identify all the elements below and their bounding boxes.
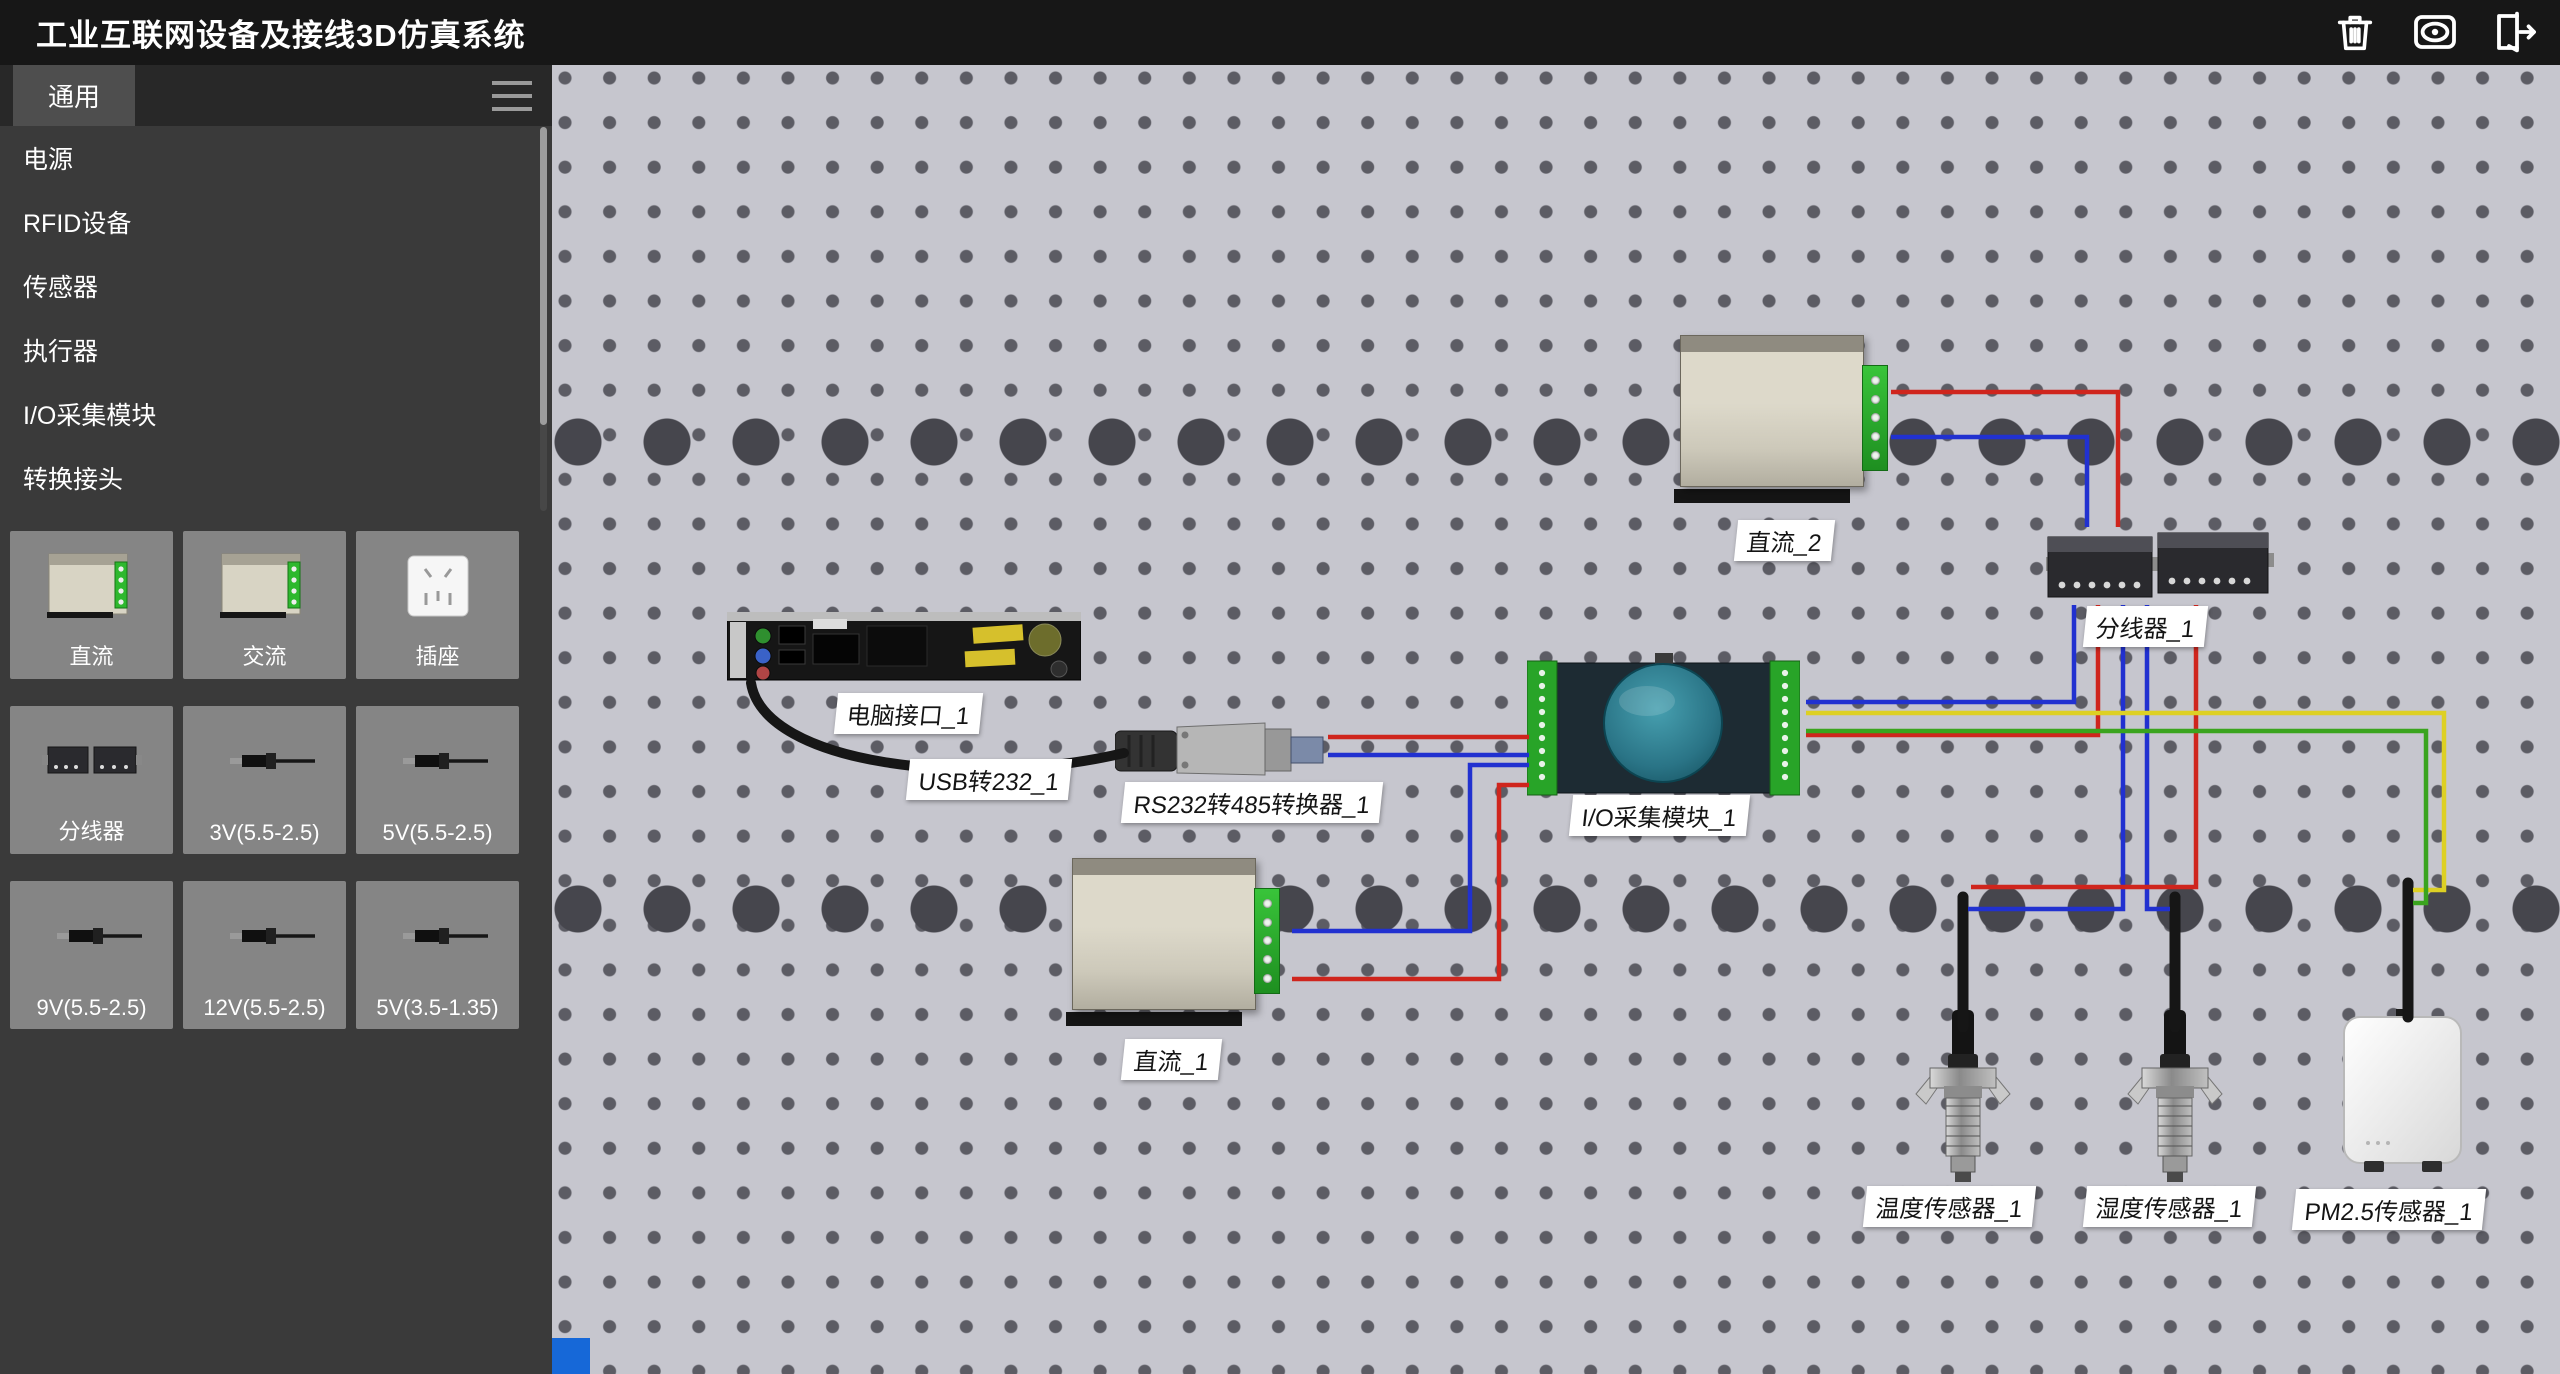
label-humidity-sensor-1: 湿度传感器_1 (2082, 1186, 2256, 1227)
label-rs232-485-converter-1: RS232转485转换器_1 (1120, 782, 1384, 823)
category-adapter[interactable]: 转换接头 (23, 466, 124, 494)
canvas-3d-viewport[interactable]: 直流_2 分线器_1 电脑接口_1 USB转232_1 RS232转485转换器… (552, 65, 2560, 1374)
label-pc-interface-1: 电脑接口_1 (833, 693, 983, 734)
sidebar-header: 通用 (0, 65, 552, 126)
palette-tile-label: 插座 (415, 644, 460, 669)
palette-tile-label: 3V(5.5-2.5) (209, 820, 320, 845)
eye-icon (2414, 15, 2456, 49)
category-io-module[interactable]: I/O采集模块 (23, 402, 157, 430)
pm25-sensor-graphic (2343, 1009, 2462, 1172)
psu-terminal-block (1254, 888, 1280, 994)
device-dc-power-1[interactable] (1066, 854, 1286, 1032)
label-io-module-1: I/O采集模块_1 (1568, 795, 1750, 836)
splitter-icon (10, 706, 173, 816)
label-dc-power-1: 直流_1 (1120, 1039, 1222, 1080)
io-module-graphic (1526, 653, 1801, 796)
label-usb-to-232-1: USB转232_1 (905, 759, 1073, 800)
preview-button[interactable] (2408, 6, 2462, 58)
converter-graphic (1114, 722, 1324, 776)
device-pm25-sensor-1[interactable] (2338, 1009, 2469, 1179)
palette-tile-label: 5V(3.5-1.35) (376, 995, 499, 1020)
app-title: 工业互联网设备及接线3D仿真系统 (36, 18, 526, 53)
palette-tile-5v-135-plug[interactable]: 5V(3.5-1.35) (356, 881, 519, 1029)
label-splitter-1: 分线器_1 (2082, 606, 2208, 647)
device-humidity-sensor-1[interactable] (2126, 1010, 2224, 1205)
sidebar: 通用 电源 RFID设备 传感器 执行器 I/O采集模块 转换接头 (0, 65, 552, 1374)
device-temperature-sensor-1[interactable] (1914, 1010, 2012, 1205)
pegboard-large-holes-row (552, 416, 2560, 468)
palette-tile-splitter[interactable]: 分线器 (10, 706, 173, 854)
power-plug-icon (356, 881, 519, 991)
palette-tile-label: 5V(5.5-2.5) (382, 820, 493, 845)
device-pc-interface-1[interactable] (726, 610, 1082, 689)
wire-yellow-io-pm25[interactable] (1806, 710, 2447, 893)
wire-blue-splitter-temp[interactable] (1968, 605, 2126, 912)
category-list: 电源 RFID设备 传感器 执行器 I/O采集模块 转换接头 (0, 126, 552, 510)
corner-blue-button[interactable] (552, 1338, 590, 1374)
palette-tile-3v-plug[interactable]: 3V(5.5-2.5) (183, 706, 346, 854)
psu-base-plate (1674, 489, 1850, 503)
menu-icon[interactable] (492, 81, 532, 111)
wire-green-io-pm25[interactable] (1806, 728, 2429, 906)
palette-tile-ac[interactable]: 交流 (183, 531, 346, 679)
label-dc-power-2: 直流_2 (1733, 520, 1835, 561)
probe-sensor-graphic (1915, 1010, 2011, 1182)
wire-red-splitter-io[interactable] (1806, 605, 2101, 738)
device-palette: 直流 交流 (10, 531, 542, 1029)
topbar: 工业互联网设备及接线3D仿真系统 (0, 0, 2560, 65)
palette-tile-socket[interactable]: 插座 (356, 531, 519, 679)
psu-terminal-block (1862, 365, 1888, 471)
tab-general[interactable]: 通用 (13, 65, 135, 126)
power-plug-icon (183, 706, 346, 816)
psu-body (1072, 858, 1256, 1010)
category-actuator[interactable]: 执行器 (23, 338, 99, 366)
exit-button[interactable] (2488, 6, 2542, 58)
probe-sensor-graphic (2127, 1010, 2223, 1182)
category-power[interactable]: 电源 (23, 146, 74, 174)
pc-io-panel-graphic (726, 612, 1082, 681)
device-splitter-1[interactable] (2045, 527, 2275, 612)
palette-tile-label: 12V(5.5-2.5) (203, 995, 326, 1020)
device-io-acquisition-module-1[interactable] (1526, 653, 1801, 808)
delete-button[interactable] (2328, 6, 2382, 58)
power-plug-icon (10, 881, 173, 991)
category-rfid[interactable]: RFID设备 (23, 210, 132, 238)
device-rs232-485-converter-1[interactable] (1114, 713, 1326, 790)
palette-tile-label: 分线器 (58, 819, 125, 844)
palette-tile-dc[interactable]: 直流 (10, 531, 173, 679)
palette-tile-9v-plug[interactable]: 9V(5.5-2.5) (10, 881, 173, 1029)
palette-tile-12v-plug[interactable]: 12V(5.5-2.5) (183, 881, 346, 1029)
sidebar-scrollbar-thumb[interactable] (540, 127, 547, 425)
trash-icon (2337, 15, 2373, 51)
category-sensor[interactable]: 传感器 (23, 274, 99, 302)
topbar-icons (2328, 6, 2542, 58)
palette-tile-5v-plug[interactable]: 5V(5.5-2.5) (356, 706, 519, 854)
dc-power-icon (10, 531, 173, 641)
wire-blue-splitter-humidity[interactable] (2144, 605, 2170, 912)
power-plug-icon (356, 706, 519, 816)
splitter-graphic (2045, 532, 2275, 598)
label-pm25-sensor-1: PM2.5传感器_1 (2291, 1189, 2487, 1230)
palette-tile-label: 交流 (242, 644, 287, 669)
palette-tile-label: 直流 (69, 644, 114, 669)
label-temperature-sensor-1: 温度传感器_1 (1862, 1186, 2036, 1227)
power-plug-icon (183, 881, 346, 991)
psu-base-plate (1066, 1012, 1242, 1026)
ac-power-icon (183, 531, 346, 641)
psu-body (1680, 335, 1864, 487)
wire-red-splitter-temp[interactable] (1971, 605, 2199, 890)
exit-door-icon (2497, 11, 2536, 53)
wire-blue-splitter-io[interactable] (1806, 605, 2077, 705)
pegboard-large-holes-row (552, 883, 2560, 935)
device-dc-power-2[interactable] (1674, 331, 1894, 509)
socket-icon (356, 531, 519, 641)
palette-tile-label: 9V(5.5-2.5) (36, 995, 147, 1020)
